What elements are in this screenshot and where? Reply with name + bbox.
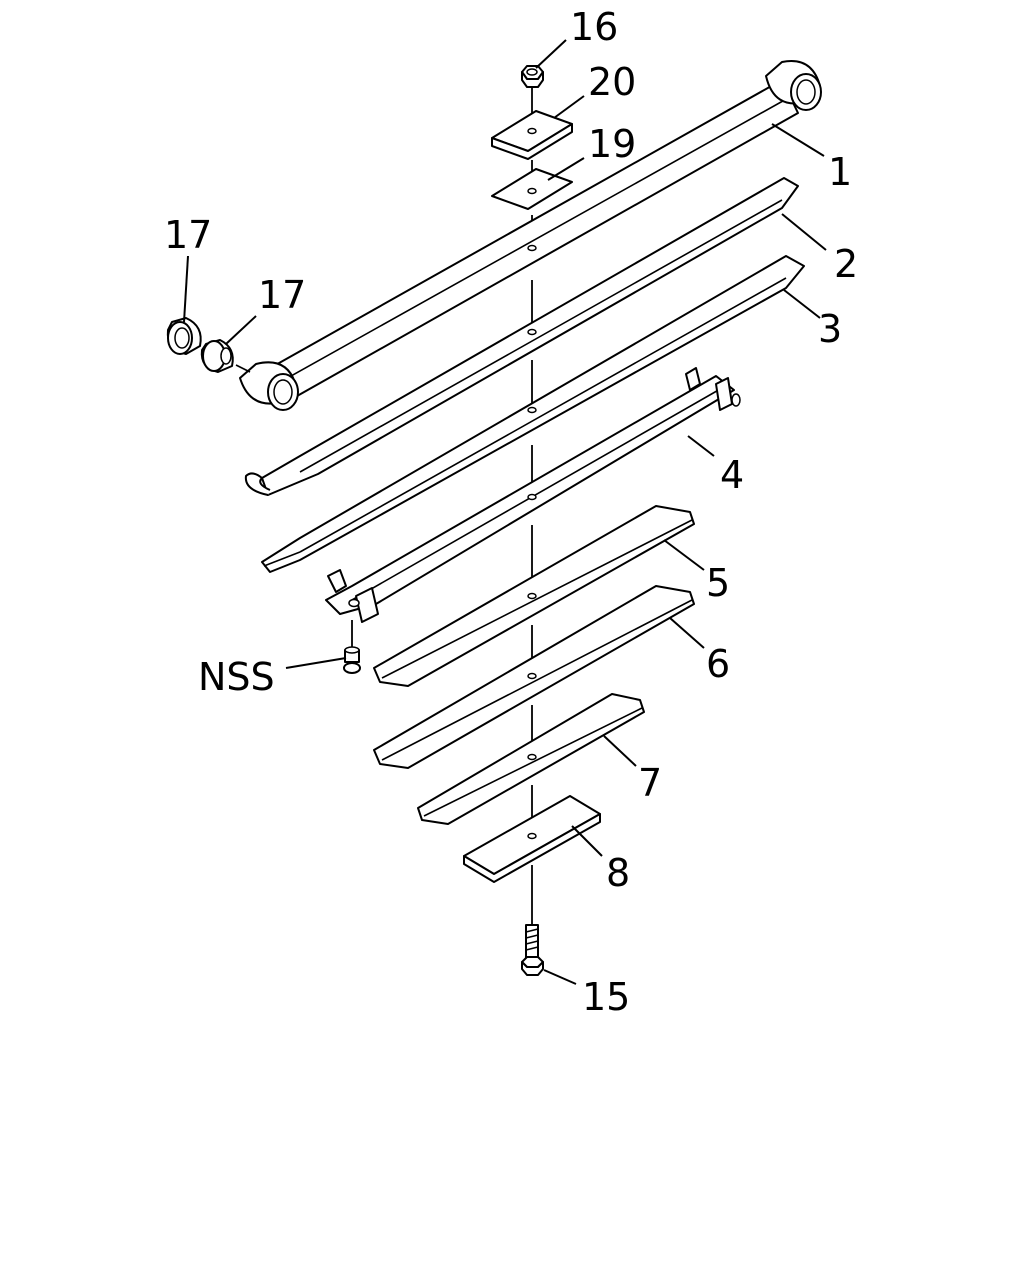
leaf-7 [417,693,645,825]
nut-16 [521,65,544,88]
callout-nss: NSS [198,655,275,699]
leaf-3 [261,255,805,573]
front-clip [327,569,379,623]
leader-lines [183,39,827,985]
callout-20: 20 [588,60,636,104]
callout-15: 15 [582,975,630,1019]
callout-8: 8 [606,851,630,895]
callout-19: 19 [588,122,636,166]
callout-1: 1 [828,150,852,194]
callout-17-inner: 17 [258,273,306,317]
callout-labels: 16 20 19 1 2 3 4 5 6 7 8 15 17 17 NSS [164,5,858,1019]
nss-rivet [343,646,361,674]
callout-17-outer: 17 [164,213,212,257]
leaf-2 [244,177,799,496]
callout-6: 6 [706,642,730,686]
thin-plate-19 [491,168,573,210]
main-leaf-1 [239,60,822,411]
callout-3: 3 [818,307,842,351]
front-eye [239,361,299,411]
center-bolt-15 [521,924,544,976]
rear-eye [765,60,822,111]
leaf-6 [373,585,695,769]
callout-2: 2 [834,242,858,286]
rear-clip [685,367,741,411]
bushing-17-inner [200,339,251,373]
callout-5: 5 [706,561,730,605]
callout-4: 4 [720,453,744,497]
callout-16: 16 [570,5,618,49]
callout-7: 7 [638,761,662,805]
leaf-8 [463,795,601,883]
bushing-17-outer [166,317,202,355]
leaf-5 [373,505,695,687]
spacer-plate-20 [491,110,573,160]
leaf-4-with-clips [325,367,741,623]
